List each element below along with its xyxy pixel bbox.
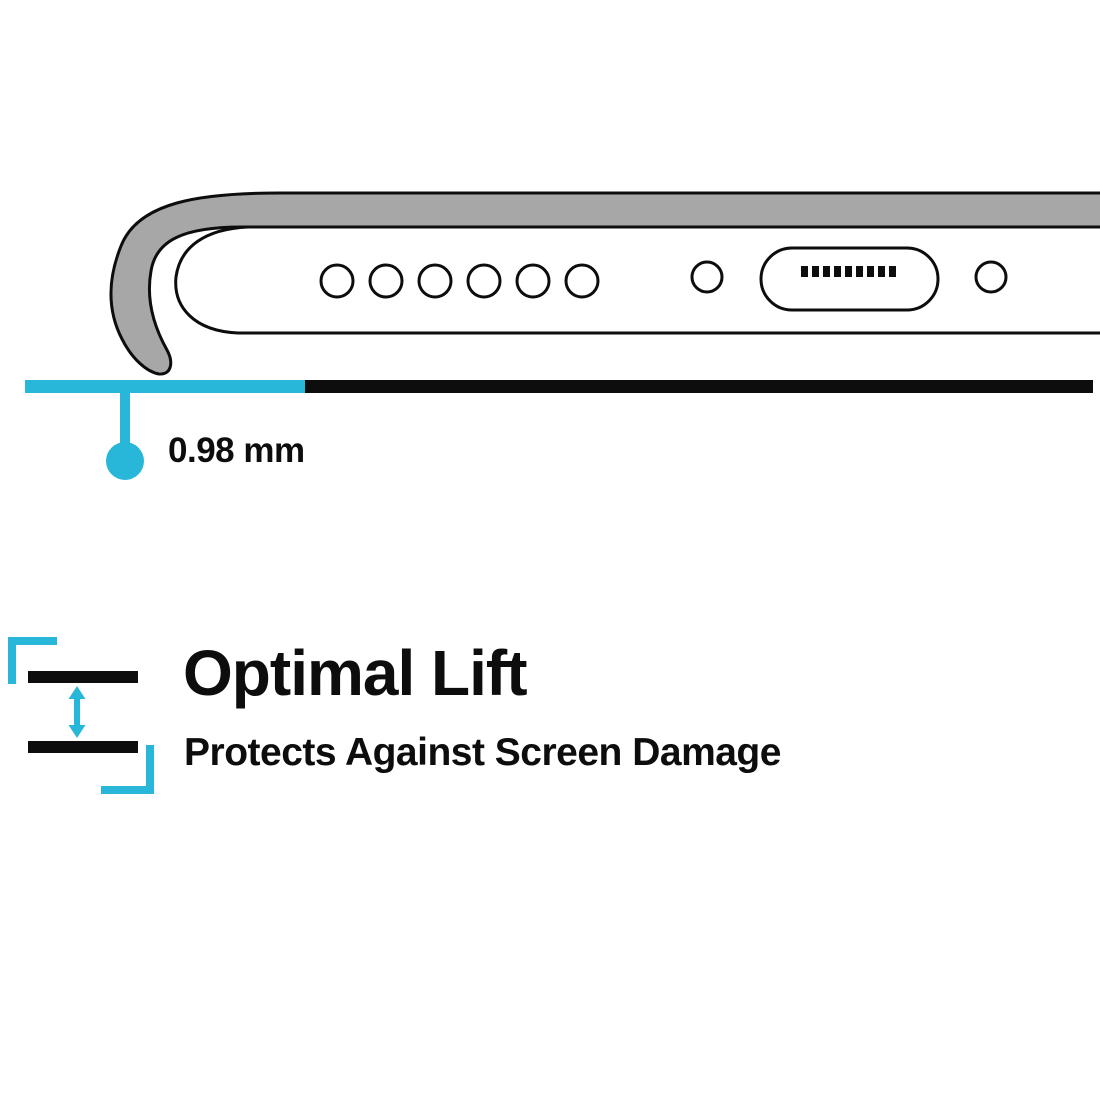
callout-leader-line (120, 393, 130, 445)
speaker-hole (515, 263, 551, 299)
lift-measurement-value: 0.98 mm (168, 431, 305, 470)
feature-subtitle: Protects Against Screen Damage (184, 731, 781, 774)
port-pin (867, 266, 874, 277)
screen-plane-bar-top (28, 671, 138, 683)
speaker-hole (417, 263, 453, 299)
charging-port (759, 246, 940, 312)
case-body (109, 191, 1100, 376)
charging-port-pins (801, 266, 896, 277)
speaker-hole (368, 263, 404, 299)
port-pin (812, 266, 819, 277)
lift-measurement (25, 380, 1093, 480)
port-pin (823, 266, 830, 277)
speaker-holes (319, 263, 600, 299)
microphone-hole (690, 260, 724, 294)
port-pin (845, 266, 852, 277)
port-pin (889, 266, 896, 277)
speaker-hole (466, 263, 502, 299)
lift-gap-highlight-bar (25, 380, 305, 393)
screw-hole (974, 260, 1008, 294)
port-pin (801, 266, 808, 277)
port-pin (834, 266, 841, 277)
phone-case-illustration (109, 191, 1100, 376)
charging-port-cutout (759, 246, 940, 312)
surface-plane-bar-bottom (28, 741, 138, 753)
corner-bracket-bottom-right-icon (101, 745, 154, 794)
surface-baseline-bar (305, 380, 1093, 393)
feature-title: Optimal Lift (183, 637, 528, 709)
speaker-hole (564, 263, 600, 299)
port-pin (878, 266, 885, 277)
corner-bracket-top-left-icon (8, 637, 57, 684)
lift-icon (8, 637, 154, 794)
vertical-double-arrow-icon (68, 686, 86, 738)
speaker-hole (319, 263, 355, 299)
phone-bottom-edge (174, 225, 1100, 335)
cyan-dot-callout (106, 442, 144, 480)
port-pin (856, 266, 863, 277)
